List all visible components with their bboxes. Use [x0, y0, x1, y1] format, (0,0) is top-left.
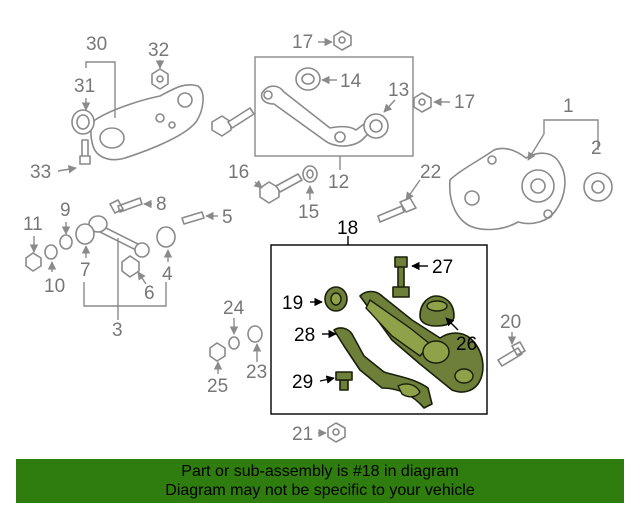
callout-24[interactable]: 24: [223, 298, 245, 319]
bolt-16[interactable]: [259, 181, 280, 204]
knuckle-group: [377, 119, 613, 231]
trailing-arm-group: [57, 60, 204, 174]
washer-10[interactable]: [44, 244, 58, 260]
callout-17-top[interactable]: 17: [292, 32, 313, 53]
callout-18[interactable]: 18: [337, 218, 358, 239]
callout-labels: 1 2 3 4 5 6 7 8 9 10 11 12 13 14 15 16 1…: [23, 32, 602, 445]
banner-line-1: Part or sub-assembly is #18 in diagram: [181, 463, 459, 480]
nut-25[interactable]: [209, 342, 226, 362]
callout-17-right[interactable]: 17: [454, 92, 475, 113]
callout-5[interactable]: 5: [222, 207, 233, 228]
bushing-4[interactable]: [156, 226, 176, 248]
knuckle[interactable]: [448, 147, 566, 231]
bushing-7[interactable]: [75, 223, 95, 245]
assembly-18[interactable]: [270, 236, 488, 415]
callout-25[interactable]: 25: [207, 376, 228, 397]
bushing-31[interactable]: [71, 109, 95, 135]
bolt-20-group: [497, 332, 526, 367]
upper-arm-group: [254, 56, 414, 157]
callout-21[interactable]: 21: [292, 424, 313, 445]
upper-arm[interactable]: [260, 85, 379, 147]
hub-2[interactable]: [583, 172, 613, 202]
group-box-12: [254, 56, 414, 157]
callout-2[interactable]: 2: [591, 138, 602, 159]
nut-17-a[interactable]: [333, 30, 352, 51]
callout-9[interactable]: 9: [60, 200, 71, 221]
bushing-14[interactable]: [295, 67, 321, 91]
callout-10[interactable]: 10: [44, 276, 65, 297]
bolt-a[interactable]: [211, 115, 232, 137]
bushing-13[interactable]: [363, 113, 389, 139]
callout-27[interactable]: 27: [432, 257, 453, 278]
nut-21-group: [318, 422, 346, 443]
nut-21[interactable]: [327, 422, 346, 443]
callout-22[interactable]: 22: [420, 162, 441, 183]
nut-6[interactable]: [121, 255, 140, 278]
callout-26[interactable]: 26: [456, 334, 477, 355]
nut-32[interactable]: [151, 68, 169, 90]
washer-9[interactable]: [59, 234, 73, 250]
callout-16[interactable]: 16: [228, 162, 249, 183]
bolt-8[interactable]: [109, 197, 143, 214]
callout-4[interactable]: 4: [162, 264, 173, 285]
nut-17-right: [413, 92, 450, 113]
callout-30[interactable]: 30: [86, 34, 107, 55]
notice-banner: Part or sub-assembly is #18 in diagram D…: [16, 459, 624, 503]
bolt-20[interactable]: [497, 341, 526, 367]
group-box-18: [270, 244, 488, 415]
nut-17-top: [318, 30, 352, 51]
callout-6[interactable]: 6: [144, 283, 155, 304]
nut-11[interactable]: [25, 252, 42, 272]
callout-13[interactable]: 13: [388, 80, 409, 101]
callout-19[interactable]: 19: [282, 293, 303, 314]
callout-32[interactable]: 32: [148, 40, 169, 61]
callout-8[interactable]: 8: [156, 194, 167, 215]
lower-left-group: [25, 197, 218, 320]
bolt-5[interactable]: [181, 211, 205, 225]
parts-diagram: 1 2 3 4 5 6 7 8 9 10 11 12 13 14 15 16 1…: [23, 30, 613, 445]
small-parts-group: [209, 318, 263, 374]
callout-7[interactable]: 7: [80, 260, 91, 281]
bolt-upper-left: [211, 107, 255, 137]
trailing-arm[interactable]: [90, 83, 204, 161]
banner-line-2: Diagram may not be specific to your vehi…: [165, 482, 475, 499]
callout-23[interactable]: 23: [246, 362, 267, 383]
nut-17-b[interactable]: [413, 92, 432, 113]
callout-28[interactable]: 28: [294, 325, 315, 346]
callout-11[interactable]: 11: [23, 214, 43, 235]
bolt-22[interactable]: [377, 197, 417, 223]
washer-24[interactable]: [228, 336, 240, 350]
washer-23[interactable]: [247, 325, 263, 343]
callout-15[interactable]: 15: [298, 202, 319, 223]
callout-14[interactable]: 14: [340, 71, 362, 92]
callout-1[interactable]: 1: [563, 96, 574, 117]
callout-3[interactable]: 3: [112, 320, 123, 341]
callout-29[interactable]: 29: [292, 372, 313, 393]
bolt-29[interactable]: [339, 379, 349, 391]
bolt-33[interactable]: [79, 139, 91, 165]
bolt-16-group: [253, 156, 341, 204]
callout-20[interactable]: 20: [500, 312, 521, 333]
callout-31[interactable]: 31: [74, 76, 95, 97]
callout-33[interactable]: 33: [30, 162, 51, 183]
washer-15[interactable]: [302, 165, 318, 183]
callout-12[interactable]: 12: [328, 172, 349, 193]
